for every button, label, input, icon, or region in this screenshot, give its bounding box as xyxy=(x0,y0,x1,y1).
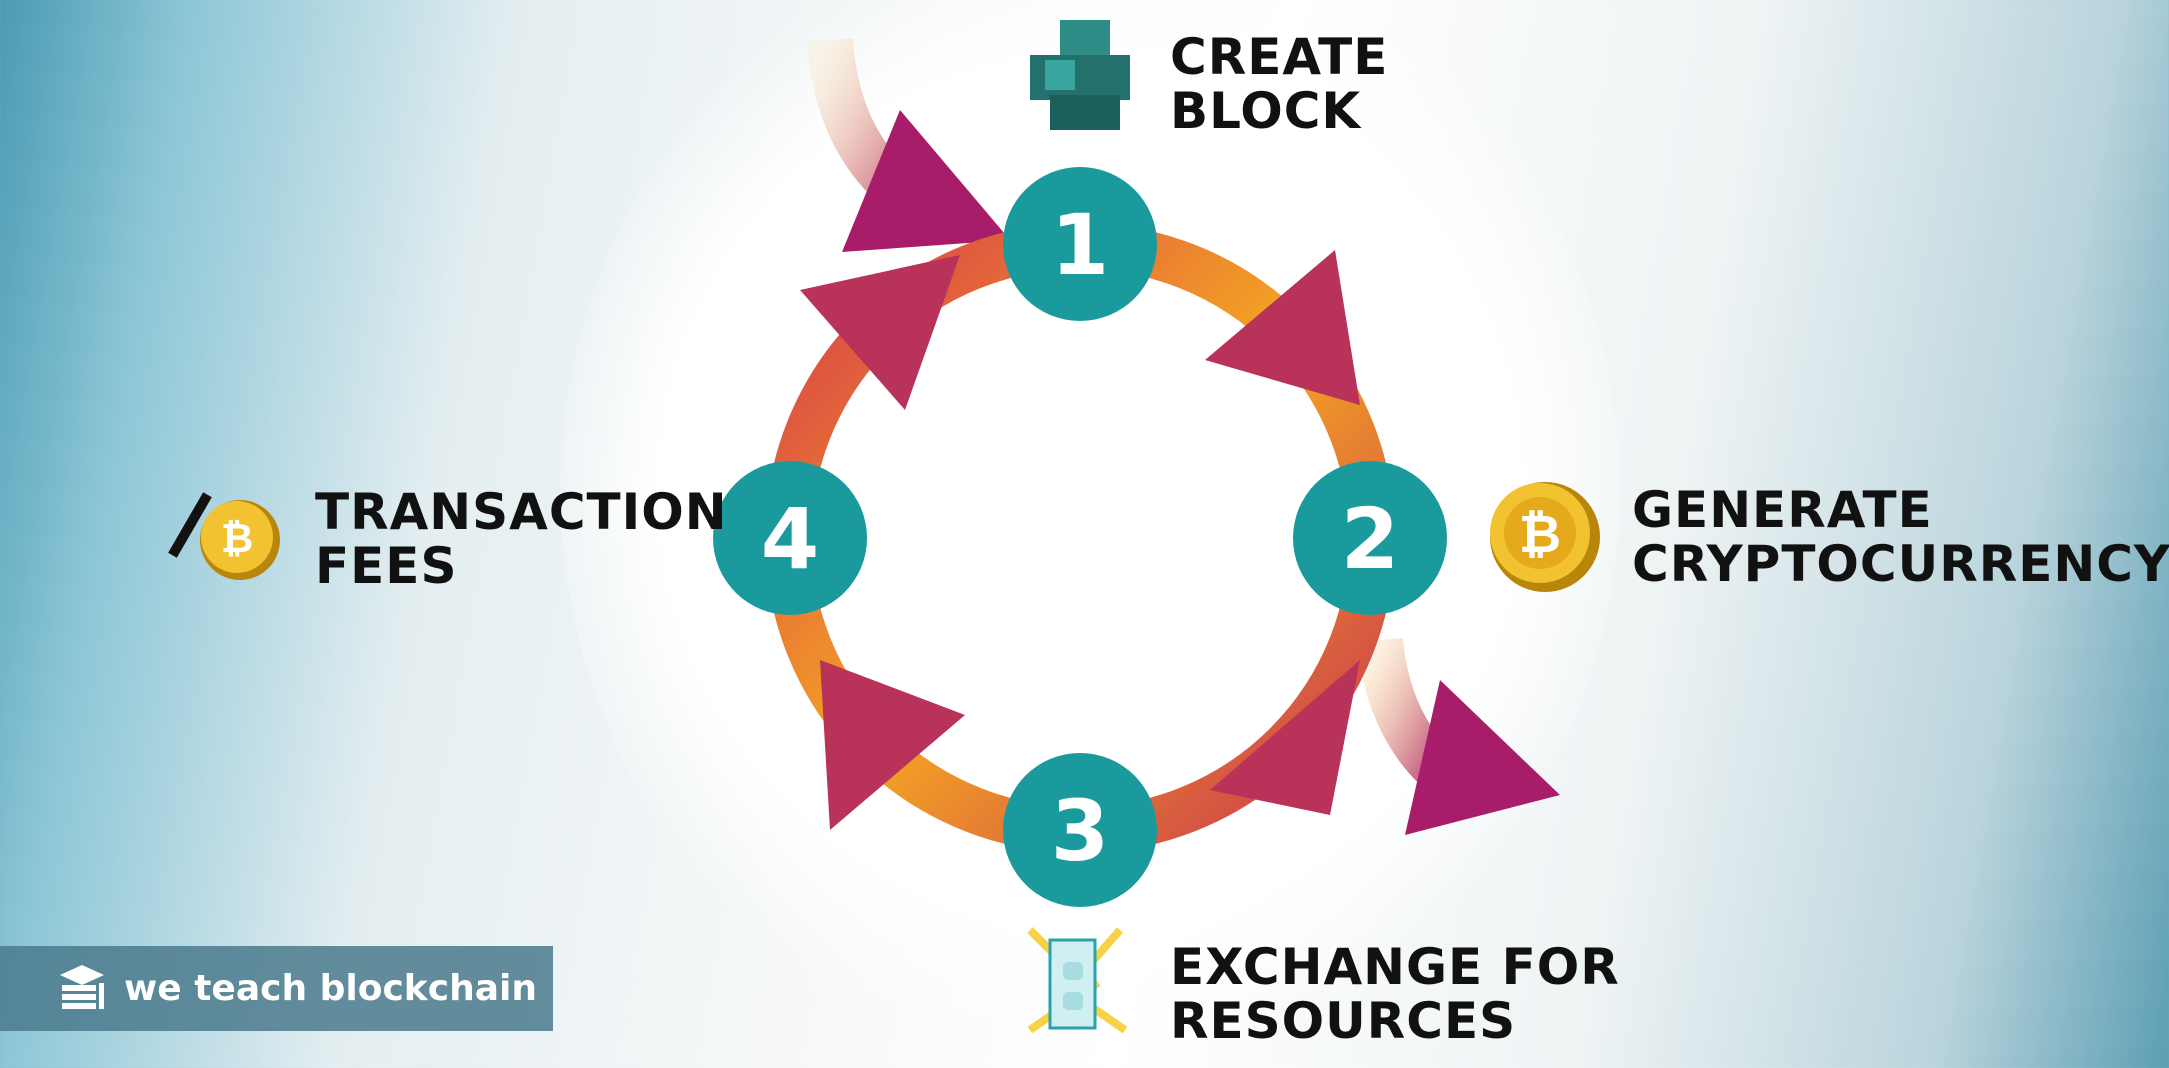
step-label-transaction-fees: TRANSACTION FEES xyxy=(315,485,728,593)
label-line: TRANSACTION xyxy=(315,483,728,541)
label-line: BLOCK xyxy=(1170,82,1362,140)
arrowhead-4-to-1 xyxy=(800,255,960,410)
step-number-3: 3 xyxy=(1051,782,1109,880)
step-node-4: 4 xyxy=(713,461,867,615)
incoming-arrowhead xyxy=(842,110,1010,252)
svg-text:₿: ₿ xyxy=(1519,505,1561,565)
step-label-exchange-for-resources: EXCHANGE FOR RESOURCES xyxy=(1170,940,1620,1048)
brand-logo-text: we teach blockchain xyxy=(124,968,537,1009)
electric-outlet-icon xyxy=(1027,927,1128,1034)
svg-text:₿: ₿ xyxy=(221,516,254,562)
brand-logo-bar: we teach blockchain xyxy=(0,946,553,1031)
step-node-2: 2 xyxy=(1293,461,1447,615)
step-number-2: 2 xyxy=(1341,490,1399,588)
step-node-1: 1 xyxy=(1003,167,1157,321)
step-number-1: 1 xyxy=(1051,196,1109,294)
arrowhead-1-to-2 xyxy=(1205,250,1360,405)
label-line: RESOURCES xyxy=(1170,992,1517,1050)
bitcoin-coin-icon: ₿ xyxy=(1490,482,1600,592)
label-line: EXCHANGE FOR xyxy=(1170,938,1620,996)
step-number-4: 4 xyxy=(761,490,819,588)
arrowhead-2-to-3 xyxy=(1210,660,1360,815)
bitcoin-fee-icon: ₿ xyxy=(168,492,280,580)
outgoing-arrowhead xyxy=(1405,680,1560,835)
step-label-generate-cryptocurrency: GENERATE CRYPTOCURRENCY xyxy=(1632,483,2169,591)
graduation-stack-icon xyxy=(60,964,104,1009)
cube-block-icon xyxy=(1030,20,1130,130)
label-line: FEES xyxy=(315,537,458,595)
label-line: GENERATE xyxy=(1632,481,1933,539)
step-label-create-block: CREATE BLOCK xyxy=(1170,30,1388,138)
arrowhead-3-to-4 xyxy=(820,660,965,830)
step-node-3: 3 xyxy=(1003,753,1157,907)
label-line: CRYPTOCURRENCY xyxy=(1632,535,2169,593)
label-line: CREATE xyxy=(1170,28,1389,86)
